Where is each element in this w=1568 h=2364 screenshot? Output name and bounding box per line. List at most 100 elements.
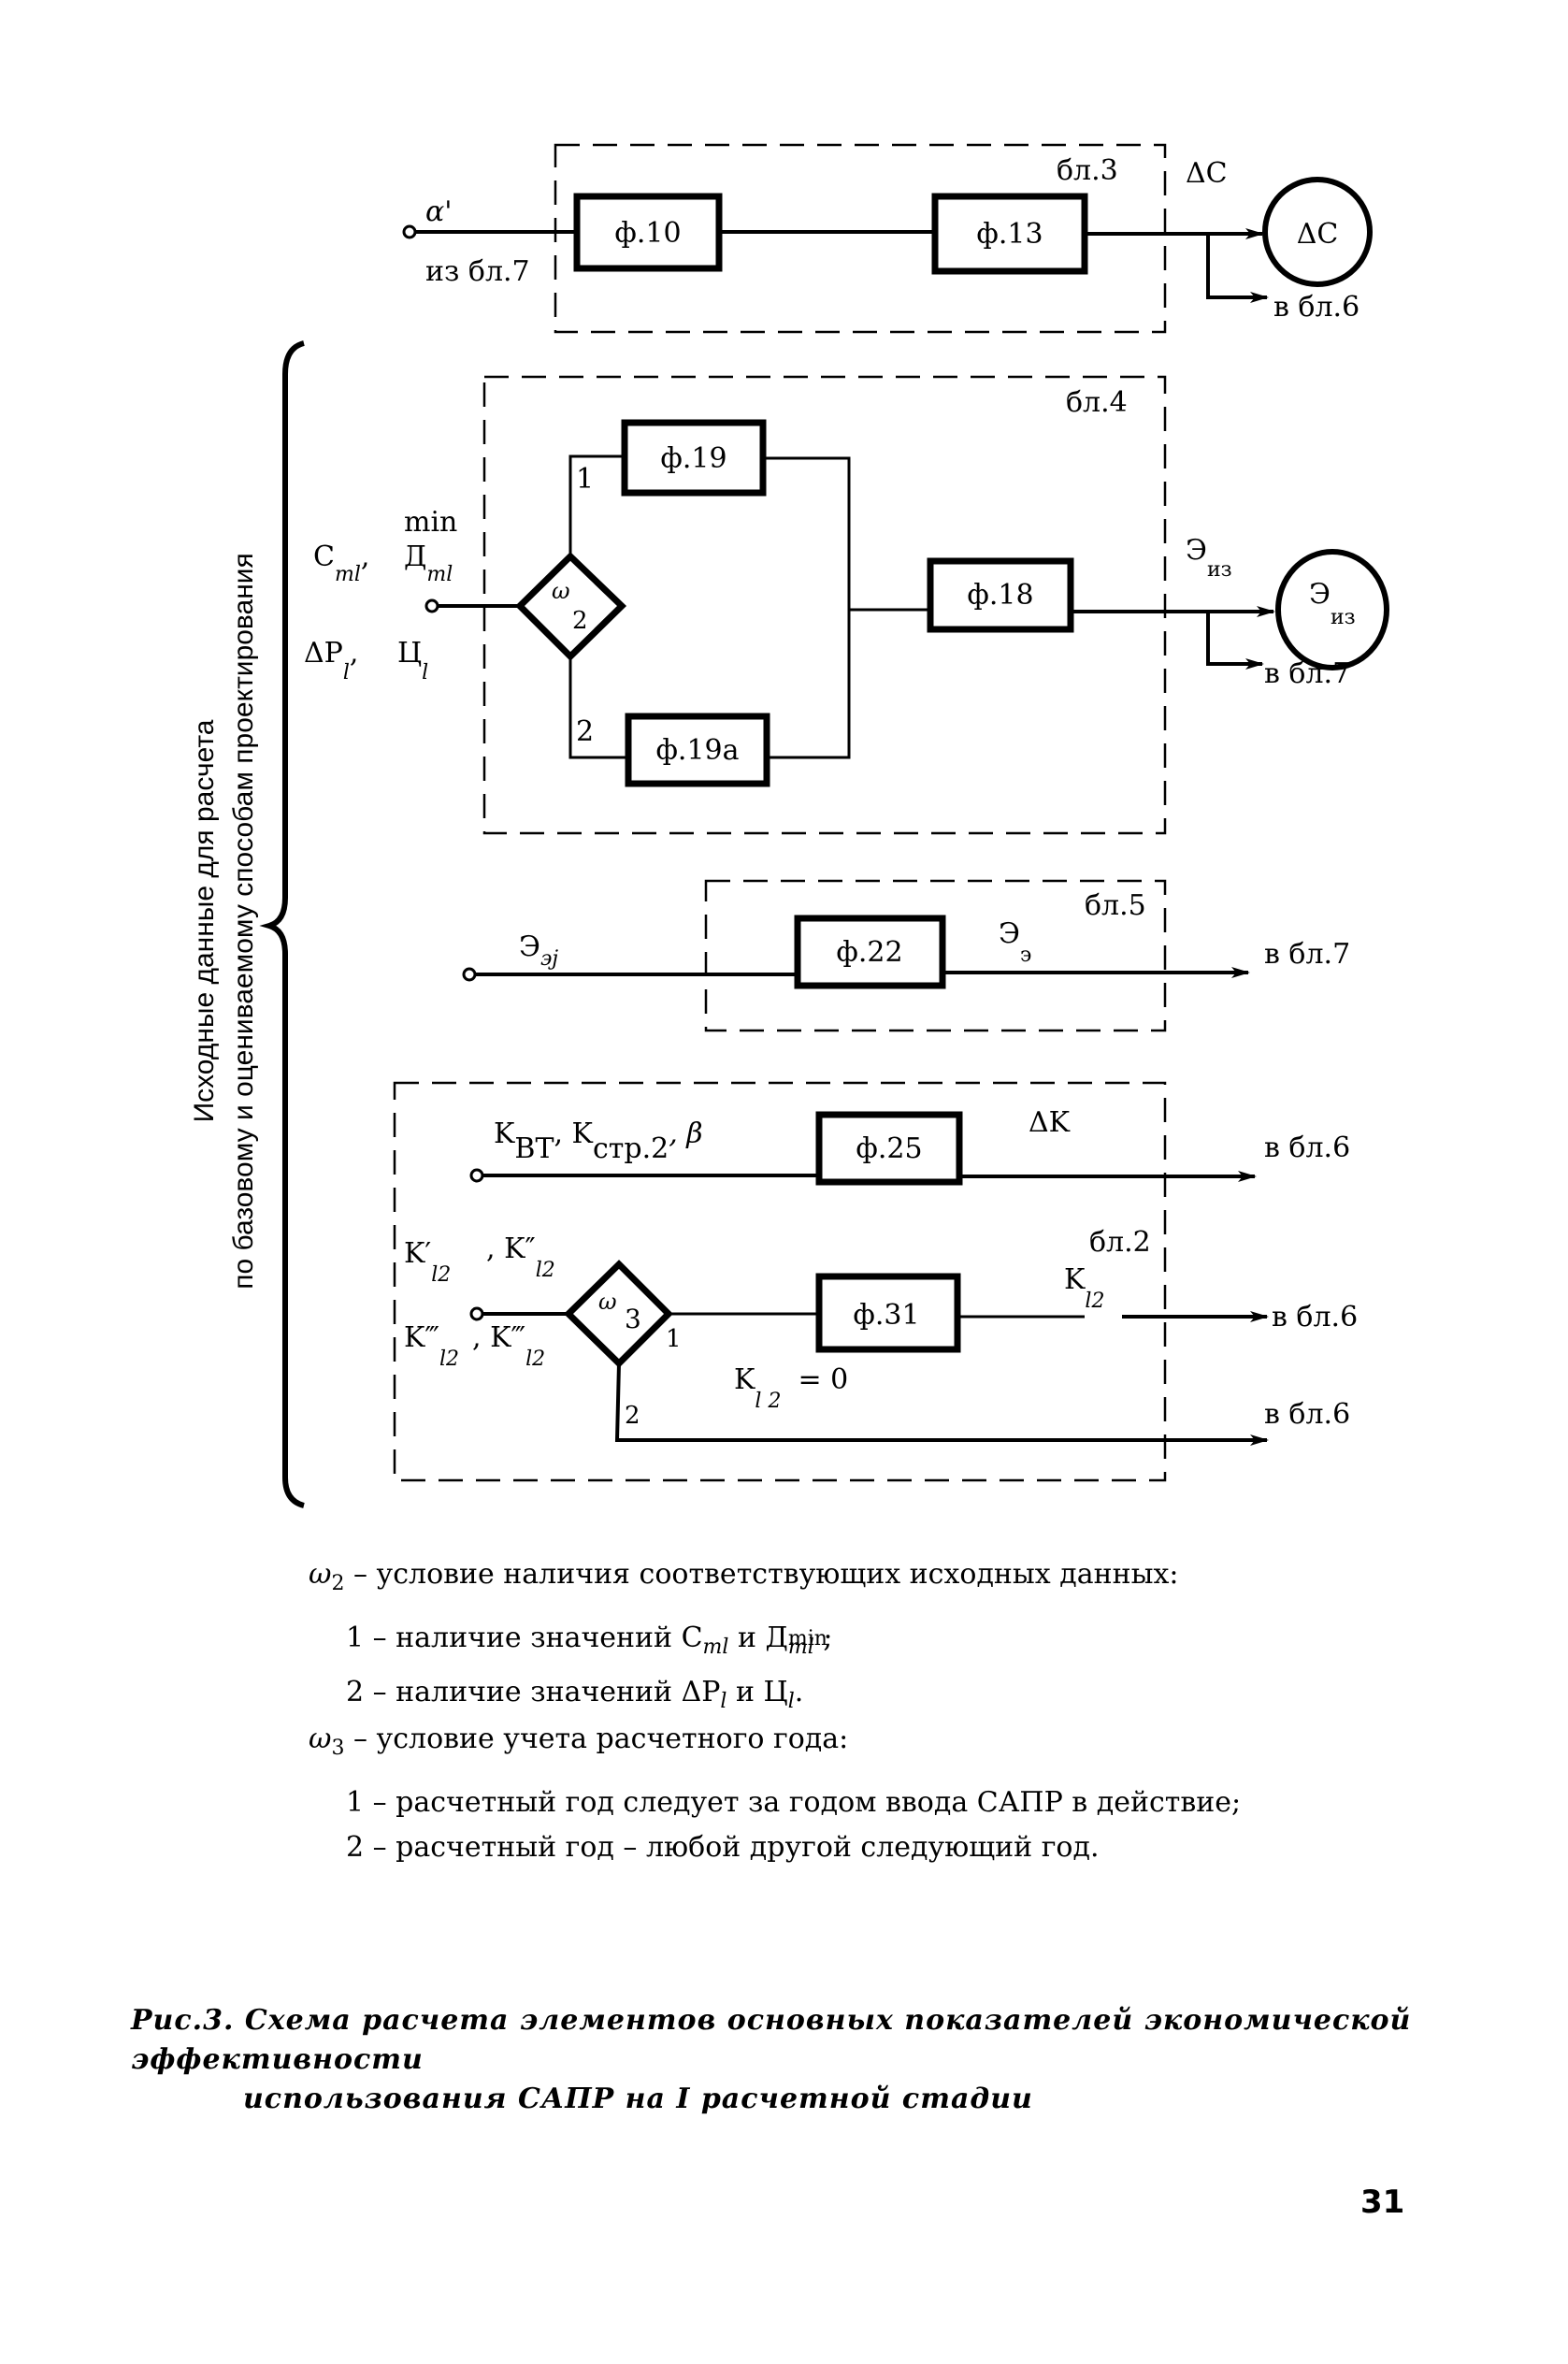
row2-input-k4: , K‴l2: [472, 1321, 545, 1371]
input-c: Cml,: [313, 541, 369, 586]
row2-output-label: Kl2: [1064, 1263, 1104, 1313]
branch-1-line: [568, 454, 625, 556]
row2-target-label: в бл.6: [1272, 1301, 1358, 1333]
block-4: бл.4 Cml, min Дml ΔPl, Цl ω 2 1 ф.19 2 ф…: [304, 375, 1389, 835]
formula-box-f25[interactable]: [815, 1111, 963, 1186]
row1-output-label: ΔK: [1029, 1106, 1071, 1139]
row3-target-label: в бл.6: [1264, 1398, 1350, 1431]
legend-w3-item1: 1 – расчетный год следует за годом ввода…: [346, 1786, 1242, 1819]
condition-w3-symbol: ω: [598, 1289, 617, 1315]
formula-box-f13[interactable]: [931, 193, 1088, 275]
branch-2-line: [614, 1362, 1269, 1446]
formula-f18-label: ф.18: [967, 579, 1033, 612]
legend-sup-min: min: [787, 1627, 827, 1650]
legend-w2-item2-prefix: 2 – наличие значений ΔP: [346, 1676, 721, 1708]
legend: ω2 – условие наличия соответствующих исх…: [309, 1552, 1477, 1870]
block-5-border: [704, 879, 1167, 1032]
curly-brace: [259, 340, 305, 1508]
output-node-dc: [1262, 177, 1373, 287]
input-label-eej: Ээj: [519, 930, 558, 971]
condition-w2-sub: 2: [572, 607, 588, 635]
legend-w2-item1-prefix: 1 – наличие значений C: [346, 1622, 703, 1654]
caption-line2: использования САПР на I расчетной стадии: [243, 2083, 1033, 2115]
condition-w2-symbol: ω: [552, 578, 570, 604]
row1-target-label: в бл.6: [1264, 1132, 1350, 1164]
block-2: бл.2 KВТ, Kстр.2, β ф.25 ΔK в бл.6 K′l2 …: [393, 1081, 1358, 1482]
caption-line1: Рис.3. Схема расчета элементов основных …: [131, 2004, 1412, 2076]
branch-target-label: в бл.7: [1264, 657, 1350, 690]
output-node-dc-label: ΔC: [1297, 218, 1339, 251]
legend-w2-item1-mid: и Д: [728, 1622, 788, 1654]
block-5-label: бл.5: [1085, 889, 1146, 922]
output-node-e-label: Эиз: [1309, 578, 1356, 629]
legend-sub: l: [787, 1690, 795, 1713]
formula-box-f18[interactable]: [927, 557, 1074, 633]
row2-input-k3: K‴l2: [404, 1321, 459, 1371]
input-source-label: из бл.7: [425, 255, 530, 288]
formula-box-f19[interactable]: [621, 419, 767, 497]
block-5: бл.5 Ээj ф.22 Ээ в бл.7: [462, 879, 1350, 1032]
flow-diagram: Исходные данные для расчета по базовому …: [189, 143, 1389, 1508]
block-4-border: [482, 375, 1167, 835]
input-terminal[interactable]: [402, 224, 417, 239]
figure-caption: Рис.3. Схема расчета элементов основных …: [131, 2001, 1459, 2119]
legend-w2-symbol: ω: [309, 1558, 332, 1591]
branch-2-label: 2: [576, 715, 594, 748]
side-label-line2: по базовому и оцениваемому способам прое…: [228, 553, 259, 1290]
branch-arrow: [1206, 612, 1264, 670]
output-node-e: [1275, 549, 1389, 670]
side-label: Исходные данные для расчета по базовому …: [189, 553, 259, 1290]
input-d: Дml: [404, 541, 453, 586]
formula-f10-label: ф.10: [614, 217, 681, 250]
legend-w2-text: – условие наличия соответствующих исходн…: [353, 1558, 1179, 1591]
legend-w3-symbol: ω: [309, 1723, 332, 1755]
formula-f19a-label: ф.19а: [655, 734, 739, 767]
input-label-alpha: α': [425, 195, 453, 228]
formula-f31-label: ф.31: [853, 1299, 919, 1332]
formula-f19-label: ф.19: [660, 442, 726, 475]
input-terminal[interactable]: [462, 967, 477, 982]
formula-f25-label: ф.25: [856, 1132, 922, 1165]
block-3-label: бл.3: [1057, 154, 1118, 187]
output-label-e: Эиз: [1186, 534, 1232, 582]
block-2-border: [393, 1081, 1167, 1482]
input-ts: Цl: [397, 637, 428, 685]
branch-1-label: 1: [666, 1325, 682, 1353]
condition-diamond-w2[interactable]: [515, 552, 627, 661]
input-terminal[interactable]: [469, 1306, 484, 1321]
merge-line: [763, 456, 851, 759]
legend-sub: ml: [787, 1636, 814, 1659]
branch-arrow: [1206, 234, 1269, 303]
formula-box-f31[interactable]: [815, 1273, 961, 1353]
side-label-line1: Исходные данные для расчета: [189, 719, 220, 1122]
input-d-sup: min: [404, 506, 457, 539]
block-4-label: бл.4: [1066, 386, 1128, 419]
branch-2-line: [568, 656, 628, 759]
input-terminal[interactable]: [469, 1168, 484, 1183]
legend-w2-item2-end: .: [794, 1676, 804, 1708]
legend-w3: ω3 – условие учета расчетного года:: [309, 1717, 1477, 1771]
legend-w2-sub: 2: [331, 1572, 345, 1595]
condition-diamond-w3[interactable]: [564, 1260, 673, 1368]
legend-sub: ml: [702, 1636, 729, 1659]
legend-w2-item2-mid: и Ц: [726, 1676, 788, 1708]
row1-input-label: KВТ, Kстр.2, β: [494, 1117, 703, 1165]
block-3-border: [554, 143, 1167, 334]
formula-box-f22[interactable]: [794, 915, 946, 989]
output-label-dc: ΔC: [1186, 157, 1228, 190]
input-terminal[interactable]: [424, 598, 439, 613]
legend-w2-item1-end: ;: [813, 1622, 833, 1654]
formula-box-f10[interactable]: [573, 193, 723, 272]
formula-f13-label: ф.13: [976, 218, 1043, 251]
condition-w3-sub: 3: [625, 1304, 641, 1334]
legend-w3-sub: 3: [331, 1737, 345, 1760]
branch-1-label: 1: [576, 463, 594, 496]
row2-input-k1: K′l2: [404, 1237, 451, 1287]
page-number: 31: [1360, 2184, 1405, 2221]
legend-w2: ω2 – условие наличия соответствующих исх…: [309, 1552, 1477, 1607]
formula-box-f19a[interactable]: [625, 713, 770, 787]
legend-w2-item2: 2 – наличие значений ΔPl и Цl.: [309, 1670, 1477, 1724]
branch-2-label: 2: [625, 1402, 640, 1430]
legend-w3-item2: 2 – расчетный год – любой другой следующ…: [346, 1831, 1100, 1864]
